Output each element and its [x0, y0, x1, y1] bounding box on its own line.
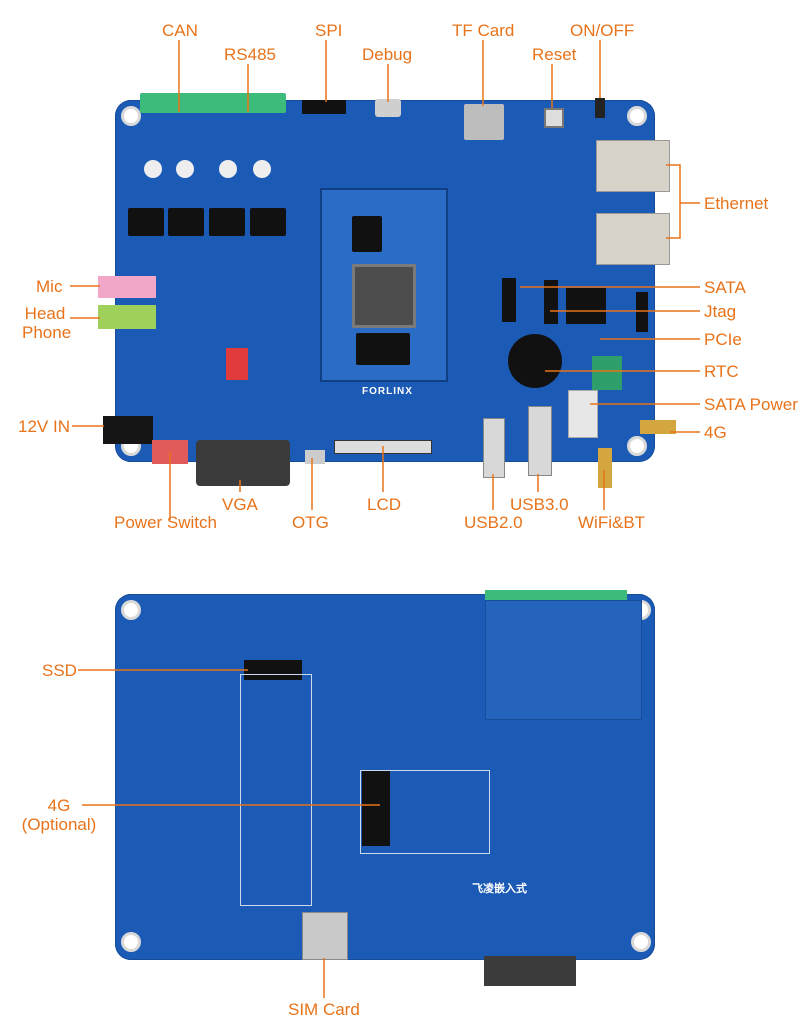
4g-outline: [360, 770, 490, 854]
emmc-chip: [356, 333, 410, 365]
label-head: Head: [24, 304, 66, 323]
led: [219, 160, 237, 178]
usb30-port: [528, 406, 552, 476]
ethernet-port-1: [596, 140, 670, 192]
headphone-jack: [98, 305, 156, 329]
label-mic: Mic: [36, 277, 63, 296]
mount-hole: [121, 106, 141, 126]
label-can: CAN: [162, 21, 198, 40]
mount-hole: [627, 436, 647, 456]
tf-card-slot: [464, 104, 504, 140]
isolator-chip: [128, 208, 164, 236]
label-jtag: Jtag: [704, 302, 737, 321]
label-sim-card: SIM Card: [288, 1000, 360, 1019]
label-spi: SPI: [315, 21, 343, 40]
otg-port: [305, 450, 325, 464]
wifi-antenna-connector: [598, 448, 612, 488]
can-rs485-terminal-block: [140, 93, 286, 113]
label-vga: VGA: [222, 495, 258, 514]
ethernet-port-2: [596, 213, 670, 265]
isolator-chip: [168, 208, 204, 236]
vga-connector: [196, 440, 290, 486]
mount-hole: [631, 932, 651, 952]
isolator-chip: [209, 208, 245, 236]
label-wifi-bt: WiFi&BT: [578, 513, 646, 532]
label-4g-optional: 4G (Optional): [14, 796, 104, 834]
rtc-battery: [508, 334, 562, 388]
brand-logo: FORLINX: [362, 386, 413, 397]
label-usb20: USB2.0: [464, 513, 523, 532]
label-rs485: RS485: [224, 45, 276, 64]
usb20-port: [483, 418, 505, 478]
jtag-header: [636, 292, 648, 332]
sata-connector: [502, 278, 516, 322]
on-off-switch: [595, 98, 605, 118]
label-12v-in: 12V IN: [18, 417, 70, 436]
label-rtc: RTC: [704, 362, 739, 381]
wifi-bt-module: [592, 356, 622, 390]
label-4g: 4G: [704, 423, 727, 442]
spi-header: [302, 100, 346, 114]
led: [144, 160, 162, 178]
4g-antenna-connector: [640, 420, 676, 434]
led: [253, 160, 271, 178]
4g-m2-slot: [362, 770, 390, 846]
mount-hole: [121, 932, 141, 952]
label-4g-back: 4G: [47, 796, 71, 815]
power-jack: [103, 416, 153, 444]
sim-card-slot: [302, 912, 348, 960]
label-tf-card: TF Card: [452, 21, 515, 40]
label-lcd: LCD: [367, 495, 402, 514]
sata-connector: [544, 280, 558, 324]
vga-underside: [484, 956, 576, 986]
brand-logo-back: 飞凌嵌入式: [472, 883, 527, 895]
label-optional: (Optional): [21, 815, 97, 834]
memory-chip: [352, 216, 382, 252]
debug-port: [375, 99, 401, 117]
label-otg: OTG: [292, 513, 329, 532]
processor: [352, 264, 416, 328]
pcie-slot: [566, 288, 606, 324]
mic-jack: [98, 276, 156, 298]
label-sata: SATA: [704, 278, 746, 297]
mount-hole: [121, 600, 141, 620]
label-phone: Phone: [22, 323, 72, 342]
label-power-switch: Power Switch: [114, 513, 217, 532]
led: [176, 160, 194, 178]
reset-button: [544, 108, 564, 128]
dip-switch: [226, 348, 248, 380]
label-debug: Debug: [362, 45, 413, 64]
label-pcie: PCIe: [704, 330, 742, 349]
sata-power-connector: [568, 390, 598, 438]
terminal-block-underside: [485, 590, 627, 600]
label-ethernet: Ethernet: [704, 194, 769, 213]
label-sata-power: SATA Power: [704, 395, 798, 414]
ssd-m2-slot: [244, 660, 302, 680]
label-head-phone: Head Phone: [22, 304, 72, 342]
label-on-off: ON/OFF: [570, 21, 635, 40]
label-usb30: USB3.0: [510, 495, 569, 514]
ssd-outline: [240, 674, 312, 906]
mount-hole: [627, 106, 647, 126]
label-reset: Reset: [532, 45, 577, 64]
shield-area: [485, 600, 642, 720]
label-ssd: SSD: [42, 661, 77, 680]
isolator-chip: [250, 208, 286, 236]
